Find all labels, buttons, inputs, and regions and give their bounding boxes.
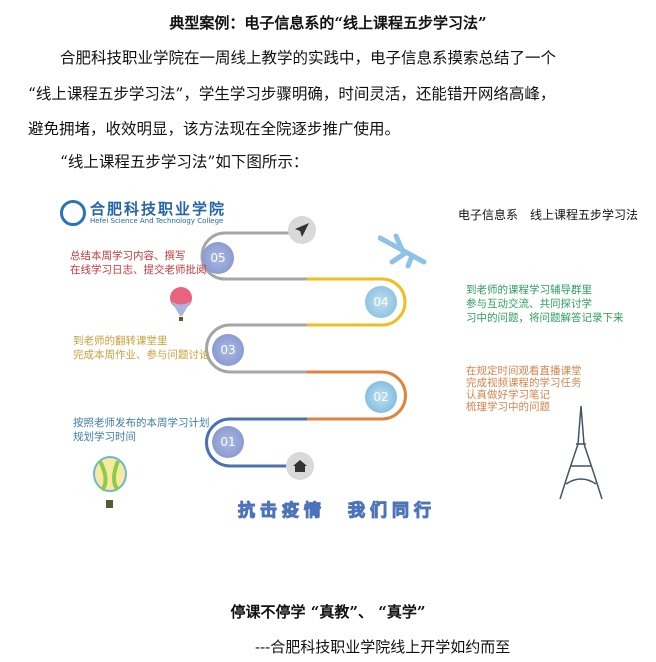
footer-attribution: ---合肥科技职业学院线上开学如约而至 [255, 638, 511, 656]
footer-headline: 停课不停学 “真教”、 “真学” [230, 603, 426, 621]
infographic-header: 电子信息系 线上课程五步学习法 [458, 208, 639, 222]
eiffel-tower-icon [559, 405, 603, 500]
college-logo-icon [60, 200, 86, 226]
step-03-text: 到老师的翻转课堂里完成本周作业、参与问题讨论 [73, 335, 210, 361]
page-title: 典型案例：电子信息系的“线上课程五步学习法” [169, 14, 487, 32]
logo-en: Hefei Science And Technology College [90, 217, 224, 225]
paragraph-line: 合肥科技职业学院在一周线上教学的实践中，电子信息系摸索总结了一个 [60, 49, 557, 67]
slogan: 抗击疫情 我们同行 [238, 501, 436, 522]
step-04-text: 到老师的课程学习辅导群里参与互动交流、共同探讨学习中的问题，将问题解答记录下来 [466, 284, 624, 324]
hot-air-balloon-icon [170, 287, 192, 321]
step-badge-05: 05 [202, 242, 234, 274]
step-02-text: 在规定时间观看直播课堂完成视频课程的学习任务认真做好学习笔记梳理学习中的问题 [466, 365, 582, 413]
paragraph-line: “线上课程五步学习法”，学生学习步骤明确，时间灵活，还能错开网络高峰， [28, 85, 556, 103]
step-badge-04: 04 [365, 286, 397, 318]
paragraph-line: “线上课程五步学习法”如下图所示： [60, 153, 309, 171]
paper-plane-icon [288, 216, 316, 244]
paragraph-line: 避免拥堵，收效明显，该方法现在全院逐步推广使用。 [28, 120, 401, 138]
step-badge-02: 02 [365, 381, 397, 413]
step-05-text: 总结本周学习内容、撰写在线学习日志、提交老师批阅 [70, 250, 207, 276]
step-badge-01: 01 [212, 426, 244, 458]
step-badge-03: 03 [212, 334, 244, 366]
hot-air-balloon-icon [93, 456, 127, 508]
airplane-icon [378, 233, 427, 269]
logo-cn: 合肥科技职业学院 [90, 200, 227, 218]
step-01-text: 按照老师发布的本周学习计划规划学习时间 [73, 417, 210, 443]
home-icon [286, 452, 314, 480]
